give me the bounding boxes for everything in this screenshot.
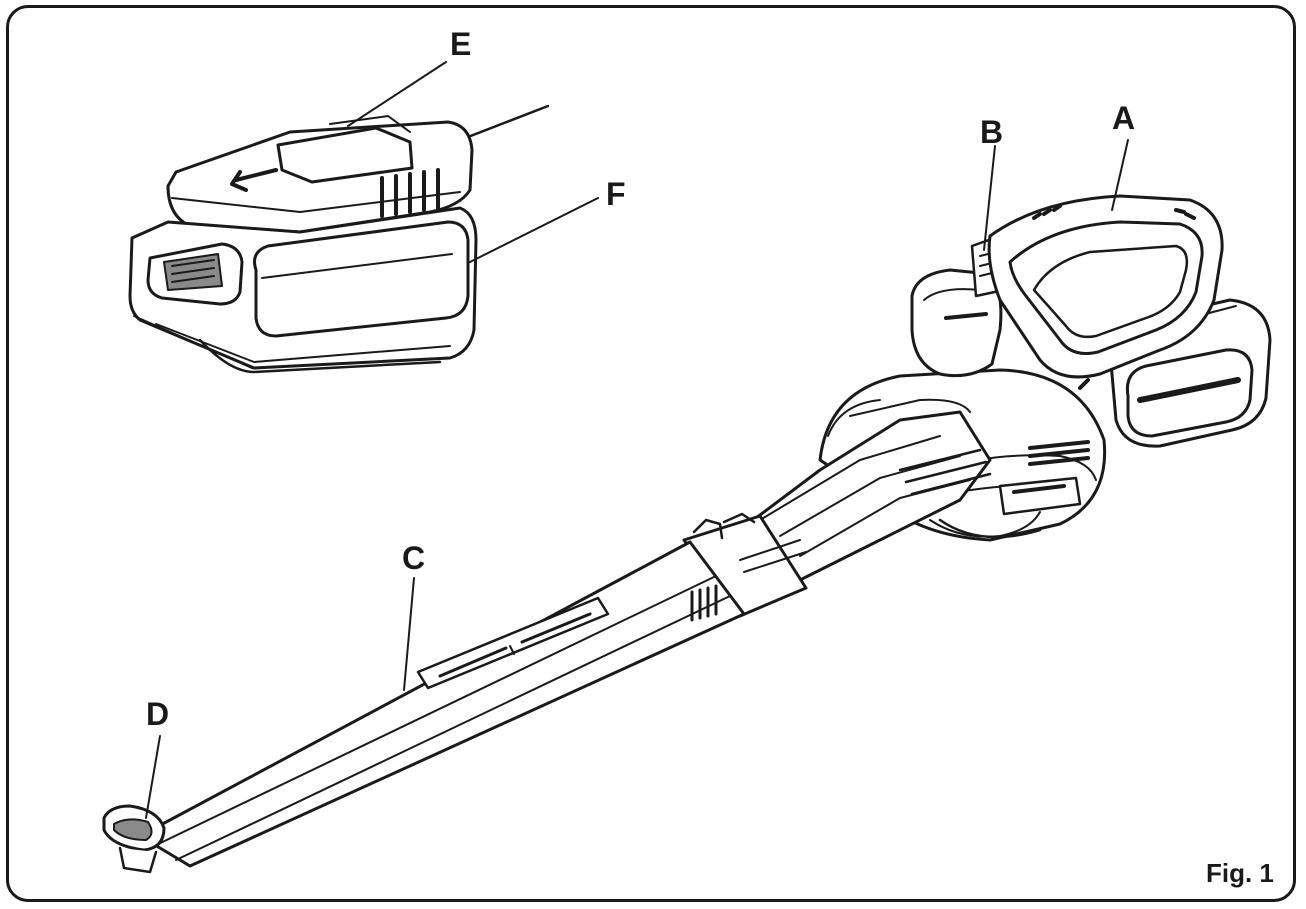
blower-body [738,194,1272,582]
label-c: C [402,540,426,576]
nozzle [102,804,166,874]
leader-line-a [1111,139,1129,211]
blower-tube [138,540,746,868]
battery-pack [128,104,550,374]
label-b: B [980,114,1004,150]
leader-line-f [469,197,599,263]
leader-line-e [347,61,447,127]
label-a: A [1112,100,1136,136]
label-d: D [146,696,170,732]
handle-grip-dots [1032,204,1196,220]
figure-caption: Fig. 1 [1206,858,1274,888]
label-f: F [606,176,626,212]
battery-grip-ribs [380,168,440,218]
label-e: E [450,26,472,62]
leader-line-d [145,735,161,819]
housing-vents [1028,440,1090,466]
tube-vent [690,584,718,622]
leader-lines [145,61,1129,819]
tube-coupling [682,512,808,618]
leader-line-b [983,145,996,251]
leader-line-c [403,577,415,691]
figure-frame [6,5,1296,902]
